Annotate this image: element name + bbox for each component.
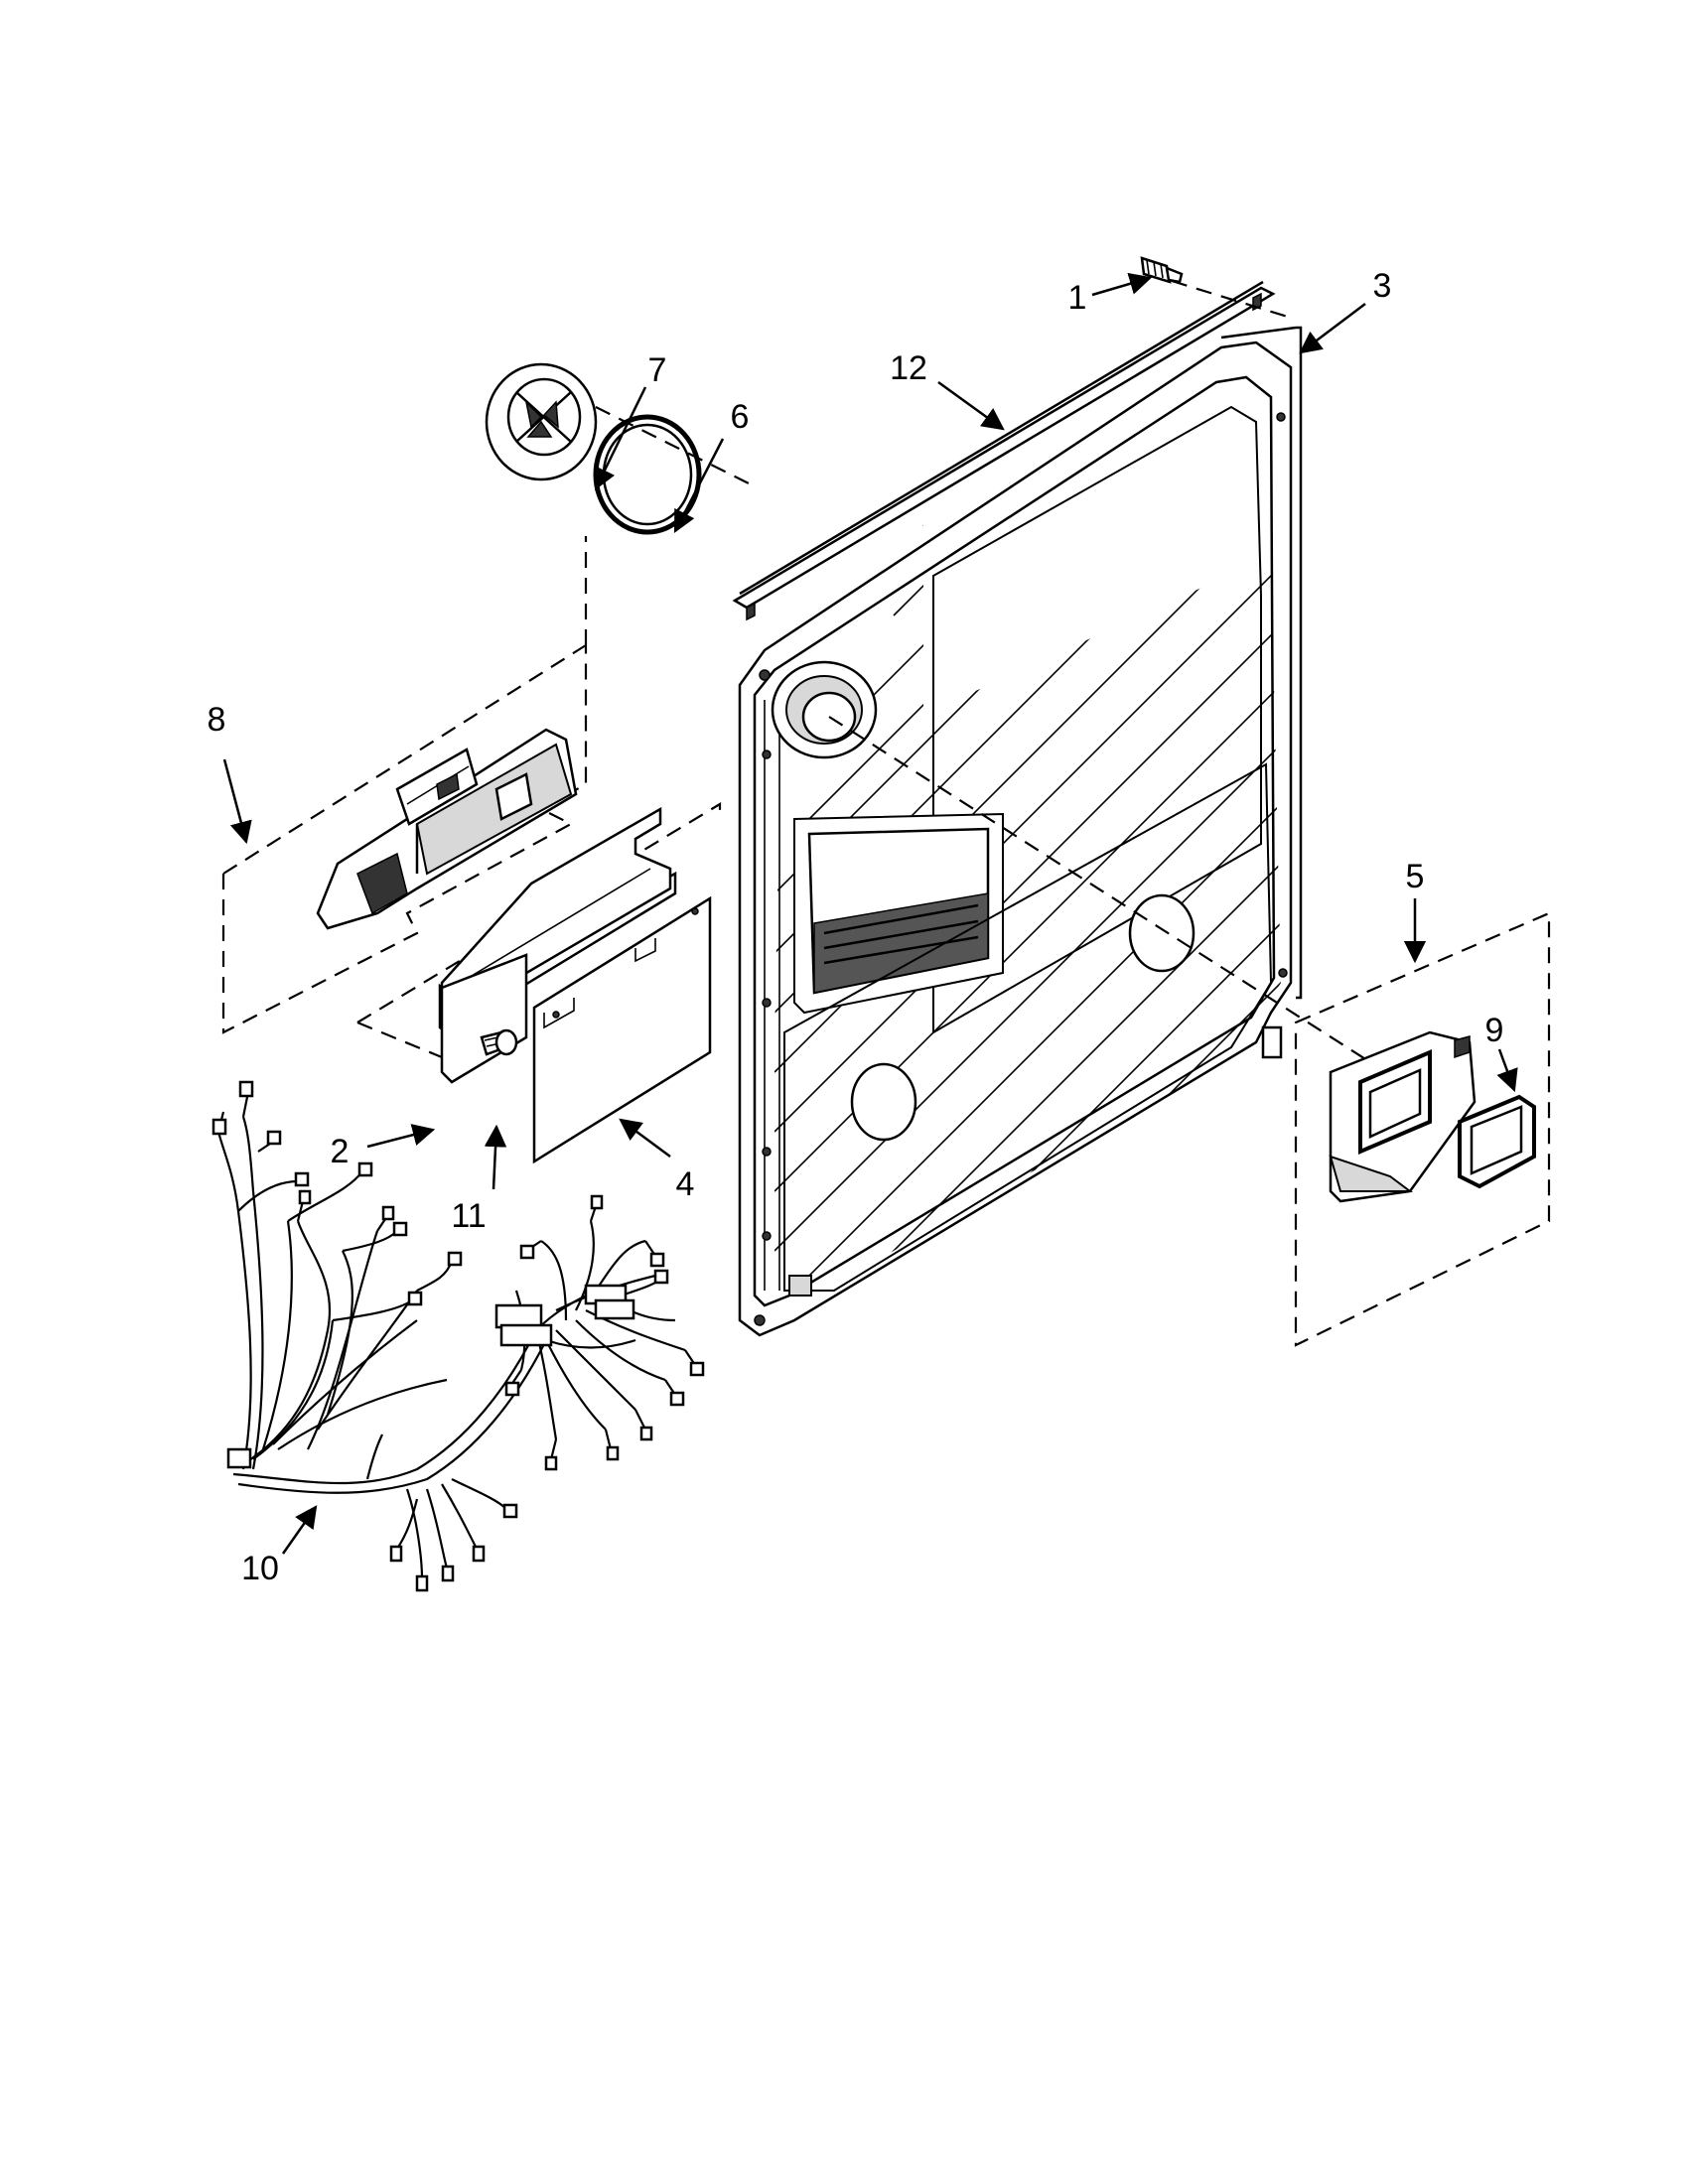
assembly-guides bbox=[595, 279, 1371, 1063]
callout-12: 12 bbox=[890, 349, 927, 387]
callout-10: 10 bbox=[241, 1550, 279, 1587]
vent-gasket bbox=[1458, 1094, 1536, 1189]
harness-connectors bbox=[211, 1080, 705, 1592]
callout-6: 6 bbox=[731, 398, 750, 436]
callout-7: 7 bbox=[648, 351, 667, 389]
board-bracket bbox=[356, 802, 722, 1084]
screw-part-1 bbox=[1140, 256, 1184, 284]
vent-grille bbox=[485, 362, 598, 481]
callout-8: 8 bbox=[208, 701, 226, 739]
callout-9: 9 bbox=[1485, 1012, 1504, 1049]
door-gasket bbox=[1220, 326, 1303, 1000]
circuit-board bbox=[532, 895, 712, 1164]
callout-2: 2 bbox=[331, 1133, 350, 1170]
callout-11: 11 bbox=[451, 1197, 486, 1235]
inner-door-panel bbox=[738, 341, 1293, 1337]
callout-1: 1 bbox=[1068, 279, 1087, 317]
callout-leaders bbox=[222, 272, 1518, 1555]
control-module bbox=[221, 536, 588, 1034]
top-trim-strip bbox=[732, 280, 1276, 621]
wire-harness bbox=[216, 1091, 696, 1579]
callout-3: 3 bbox=[1373, 267, 1392, 305]
callout-5: 5 bbox=[1406, 858, 1425, 895]
callout-4: 4 bbox=[676, 1165, 695, 1203]
vent-housing bbox=[1294, 911, 1551, 1347]
screw-part-11 bbox=[480, 1028, 518, 1056]
callout-labels: 1 2 3 4 5 6 7 8 9 10 11 12 bbox=[208, 267, 1504, 1587]
